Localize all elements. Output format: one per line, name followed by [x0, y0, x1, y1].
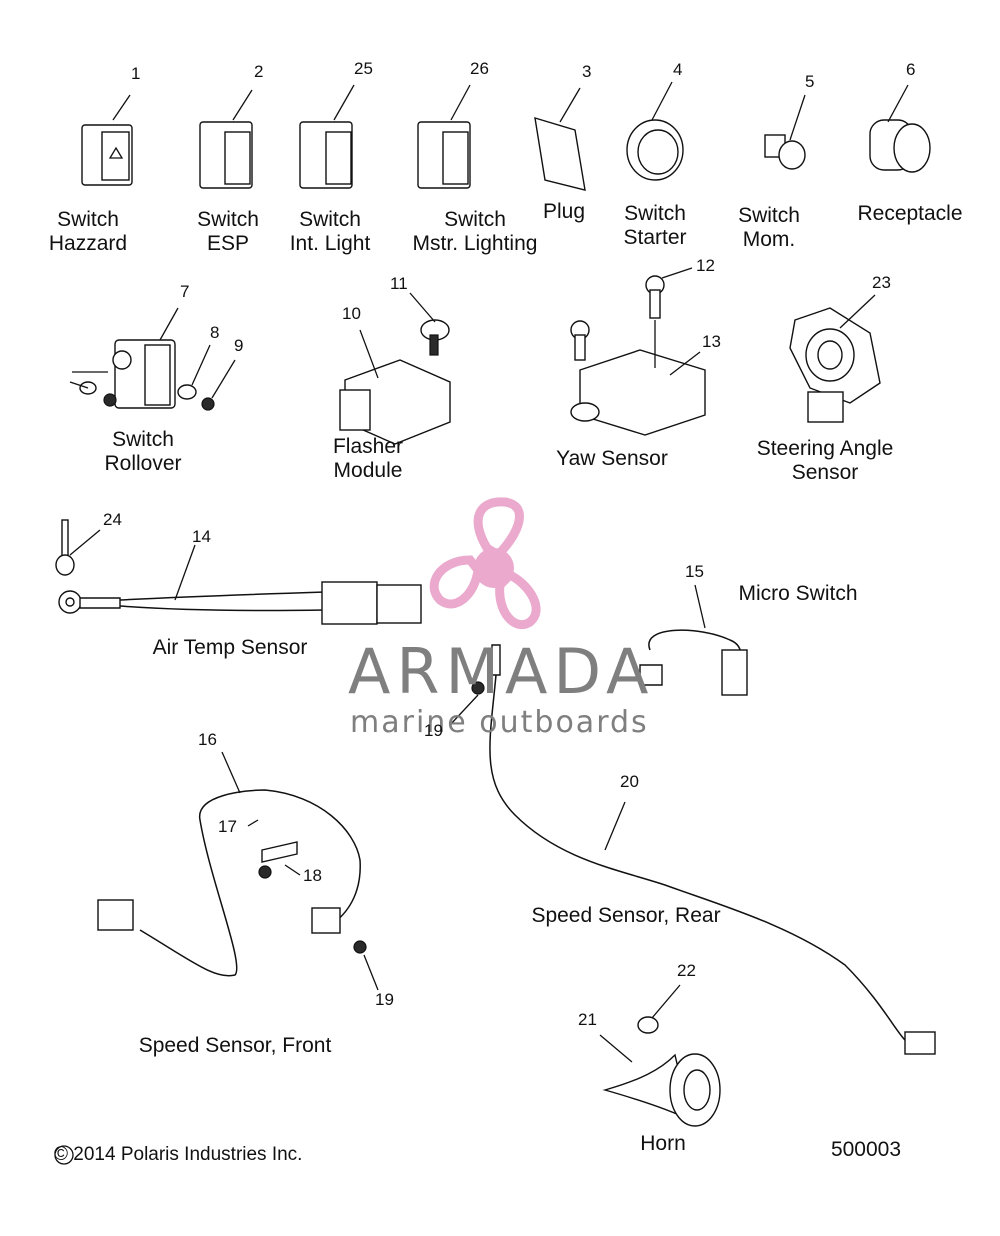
switch-mstr-lighting-icon	[417, 84, 471, 189]
label-air-temp-sensor: Air Temp Sensor	[152, 636, 308, 659]
switch-rollover-icon	[69, 307, 236, 411]
callout-number: 1	[131, 64, 141, 83]
switch-mom-icon	[764, 94, 806, 170]
watermark-propeller-icon	[429, 497, 541, 629]
label-plug: Plug	[542, 200, 586, 223]
callout-number: 18	[303, 866, 322, 885]
callout-number: 13	[702, 332, 721, 351]
callout-number: 26	[470, 59, 489, 78]
micro-switch-icon	[639, 584, 748, 696]
callout-number: 19	[424, 721, 443, 740]
callout-number: 24	[103, 510, 122, 529]
label-speed-sensor-rear: Speed Sensor, Rear	[531, 904, 721, 927]
label-horn: Horn	[640, 1132, 686, 1155]
callout-number: 11	[390, 274, 408, 293]
callout-number: 15	[685, 562, 704, 581]
switch-int-light-icon	[299, 84, 355, 189]
callout-number: 12	[696, 256, 715, 275]
copyright-text: © 2014 Polaris Industries Inc.	[54, 1144, 303, 1165]
label-receptacle: Receptacle	[857, 202, 963, 225]
callout-number: 3	[582, 62, 592, 81]
watermark-brand: ARMADA	[348, 635, 655, 708]
callout-number: 6	[906, 60, 916, 79]
drawing-number: 500003	[830, 1138, 902, 1161]
callout-number: 5	[805, 72, 815, 91]
watermark-tagline: marine outboards	[350, 705, 649, 740]
label-micro-switch: Micro Switch	[738, 582, 858, 605]
switch-hazzard-icon	[81, 94, 133, 186]
callout-number: 10	[342, 304, 361, 323]
callout-number: 8	[210, 323, 220, 342]
callout-number: 4	[673, 60, 683, 79]
switch-starter-icon	[626, 81, 684, 181]
callout-number: 17	[218, 817, 237, 836]
callout-number: 20	[620, 772, 639, 791]
flasher-module-icon	[339, 292, 451, 445]
callout-number: 14	[192, 527, 211, 546]
callout-number: 22	[677, 961, 696, 980]
yaw-sensor-icon	[570, 267, 706, 436]
callout-number: 16	[198, 730, 217, 749]
callout-number: 21	[578, 1010, 597, 1029]
callout-number: 7	[180, 282, 190, 301]
switch-esp-icon	[199, 89, 253, 189]
speed-sensor-front-icon	[97, 751, 379, 991]
speed-sensor-rear-icon	[449, 644, 936, 1055]
air-temp-sensor-icon	[55, 519, 422, 625]
steering-angle-sensor-icon	[789, 294, 881, 423]
callout-number: 25	[354, 59, 373, 78]
plug-icon	[534, 87, 586, 191]
callout-number: 9	[234, 336, 244, 355]
label-speed-sensor-front: Speed Sensor, Front	[138, 1034, 332, 1057]
callout-number: 2	[254, 62, 264, 81]
horn-icon	[599, 984, 721, 1127]
label-yaw-sensor: Yaw Sensor	[556, 447, 668, 470]
callout-number: 19	[375, 990, 394, 1009]
receptacle-icon	[869, 84, 931, 173]
callout-number: 23	[872, 273, 891, 292]
copyright-icon	[54, 1145, 74, 1165]
